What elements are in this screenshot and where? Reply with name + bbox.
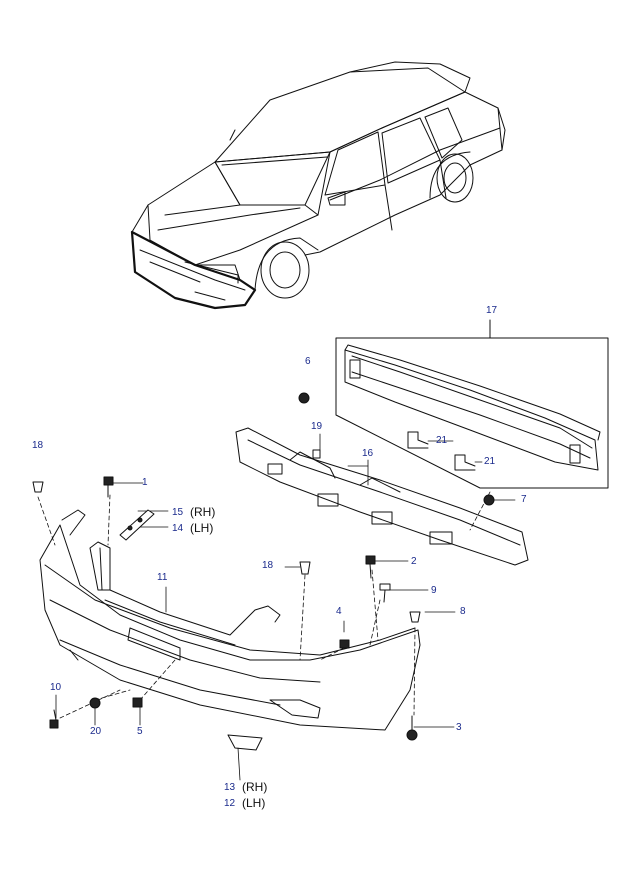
callout-18-left: 18	[32, 440, 44, 451]
clip-18-left	[32, 481, 44, 493]
bracket-14-15	[119, 509, 155, 541]
nut-6	[298, 392, 310, 404]
callout-19: 19	[311, 421, 323, 432]
bolt-3	[406, 729, 418, 741]
leader-lines	[55, 397, 516, 781]
clip-19	[312, 449, 321, 459]
clip-8	[409, 611, 421, 623]
screw-9	[379, 583, 391, 591]
callout-6: 6	[305, 356, 311, 367]
bumper-cover	[39, 509, 421, 751]
screw-10	[49, 719, 59, 729]
callout-17: 17	[486, 305, 498, 316]
callout-13: 13	[224, 782, 236, 793]
side-label-lh-lower: (LH)	[242, 796, 266, 810]
callout-18-mid: 18	[262, 560, 274, 571]
side-label-rh-upper: (RH)	[190, 505, 216, 519]
callout-16: 16	[362, 448, 374, 459]
callout-1: 1	[142, 477, 148, 488]
callout-21-upper: 21	[436, 435, 448, 446]
callout-8: 8	[460, 606, 466, 617]
reinforcement-assembly	[335, 319, 609, 489]
side-label-rh-lower: (RH)	[242, 780, 268, 794]
car-illustration	[130, 61, 506, 310]
nut-7	[483, 494, 495, 506]
bolt-1	[103, 476, 114, 486]
callout-3: 3	[456, 722, 462, 733]
clip-18-mid	[299, 561, 311, 575]
callout-5: 5	[137, 726, 143, 737]
screw-4	[339, 639, 350, 649]
callout-21-lower: 21	[484, 456, 496, 467]
callout-9: 9	[431, 585, 437, 596]
callout-20: 20	[90, 726, 102, 737]
callout-10: 10	[50, 682, 62, 693]
callout-2: 2	[411, 556, 417, 567]
bolt-2	[365, 555, 376, 565]
fasteners	[32, 392, 495, 741]
side-label-lh-upper: (LH)	[190, 521, 214, 535]
callout-7: 7	[521, 494, 527, 505]
callout-12: 12	[224, 798, 236, 809]
clip-20	[89, 697, 101, 709]
energy-absorber	[235, 427, 529, 566]
callout-14: 14	[172, 523, 184, 534]
dashed-guides	[37, 491, 491, 719]
callout-11: 11	[157, 572, 168, 583]
callout-15: 15	[172, 507, 184, 518]
screw-5	[132, 697, 143, 708]
callout-4: 4	[336, 606, 342, 617]
